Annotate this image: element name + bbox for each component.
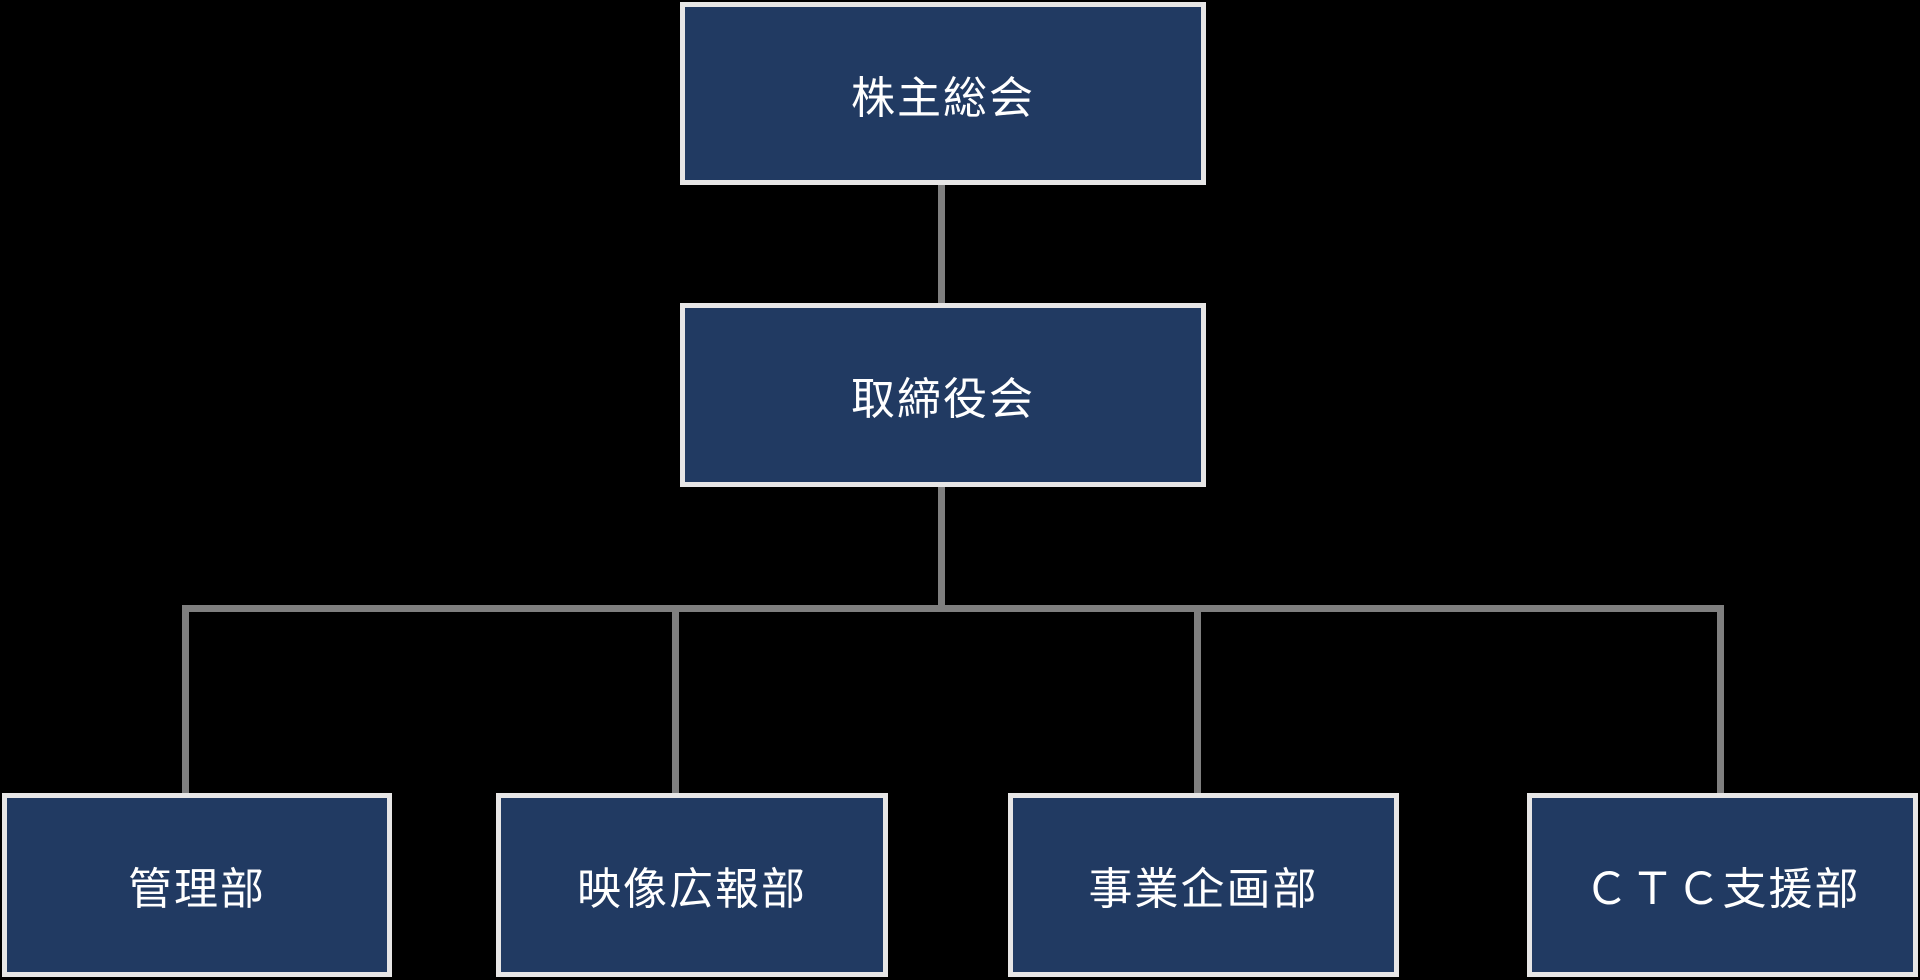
org-node-board-of-directors: 取締役会: [680, 303, 1206, 487]
connector-horizontal-bus: [182, 605, 1724, 612]
org-node-label: 取締役会: [851, 375, 1035, 424]
connector-drop-dept-3: [1194, 611, 1201, 793]
org-node-label: ＣＴＣ支援部: [1584, 865, 1861, 914]
org-node-label: 管理部: [128, 865, 266, 914]
org-node-ctc-support-department: ＣＴＣ支援部: [1527, 793, 1918, 977]
connector-drop-dept-2: [672, 611, 679, 793]
connector-middle-stem: [938, 487, 945, 608]
org-node-admin-department: 管理部: [2, 793, 392, 977]
org-node-video-pr-department: 映像広報部: [496, 793, 888, 977]
org-node-label: 事業企画部: [1088, 865, 1319, 914]
connector-drop-dept-4: [1717, 611, 1724, 793]
org-node-shareholders-meeting: 株主総会: [680, 2, 1206, 185]
connector-drop-dept-1: [182, 611, 189, 793]
org-node-business-planning-department: 事業企画部: [1008, 793, 1399, 977]
connector-top-to-middle: [938, 185, 945, 303]
org-node-label: 映像広報部: [577, 865, 807, 914]
org-node-label: 株主総会: [851, 73, 1035, 123]
